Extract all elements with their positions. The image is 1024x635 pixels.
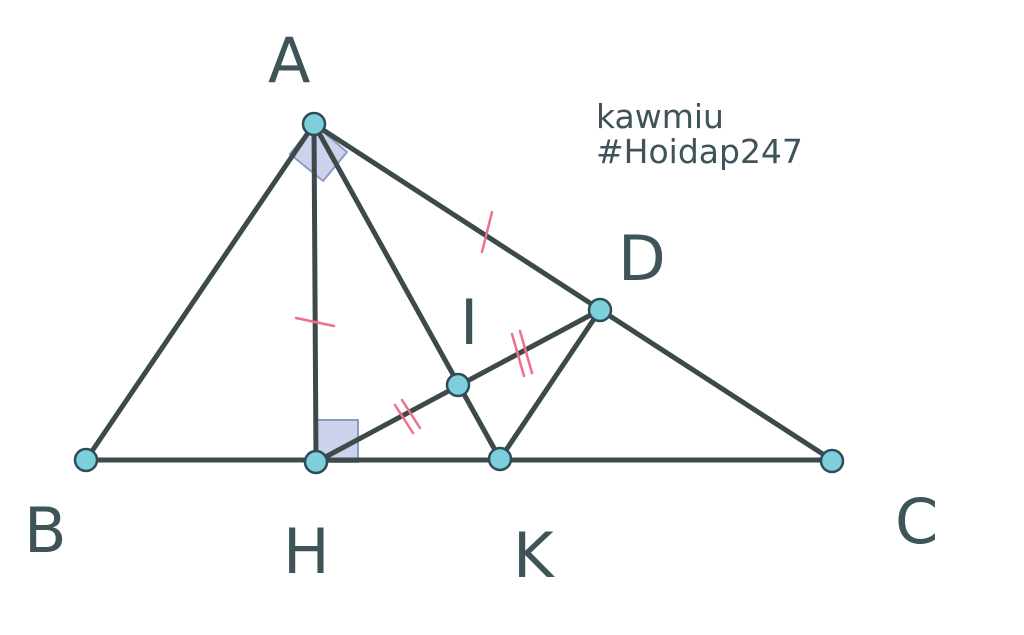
label-d: D (618, 222, 666, 295)
credit-site: #Hoidap247 (596, 132, 803, 171)
point-h (303, 449, 329, 475)
point-b (73, 447, 99, 473)
label-a: A (268, 24, 310, 97)
label-c: C (895, 485, 938, 558)
double-tick-hi (393, 398, 422, 435)
point-d (587, 297, 613, 323)
label-k: K (513, 519, 555, 592)
segment-ab (83, 121, 317, 463)
segment-dk (497, 307, 603, 462)
label-h: H (283, 515, 330, 588)
label-i: I (460, 286, 478, 359)
segment-ah (311, 121, 319, 465)
point-k (487, 446, 513, 472)
segment-ak (311, 121, 503, 462)
tick-ah (294, 316, 336, 328)
credit-author: kawmiu (596, 97, 724, 136)
segment-ac (311, 121, 835, 463)
point-c (819, 448, 845, 474)
point-i (445, 372, 471, 398)
tick-ad (480, 210, 494, 254)
point-a (301, 111, 327, 137)
label-b: B (24, 494, 67, 567)
double-tick-id (510, 329, 534, 378)
